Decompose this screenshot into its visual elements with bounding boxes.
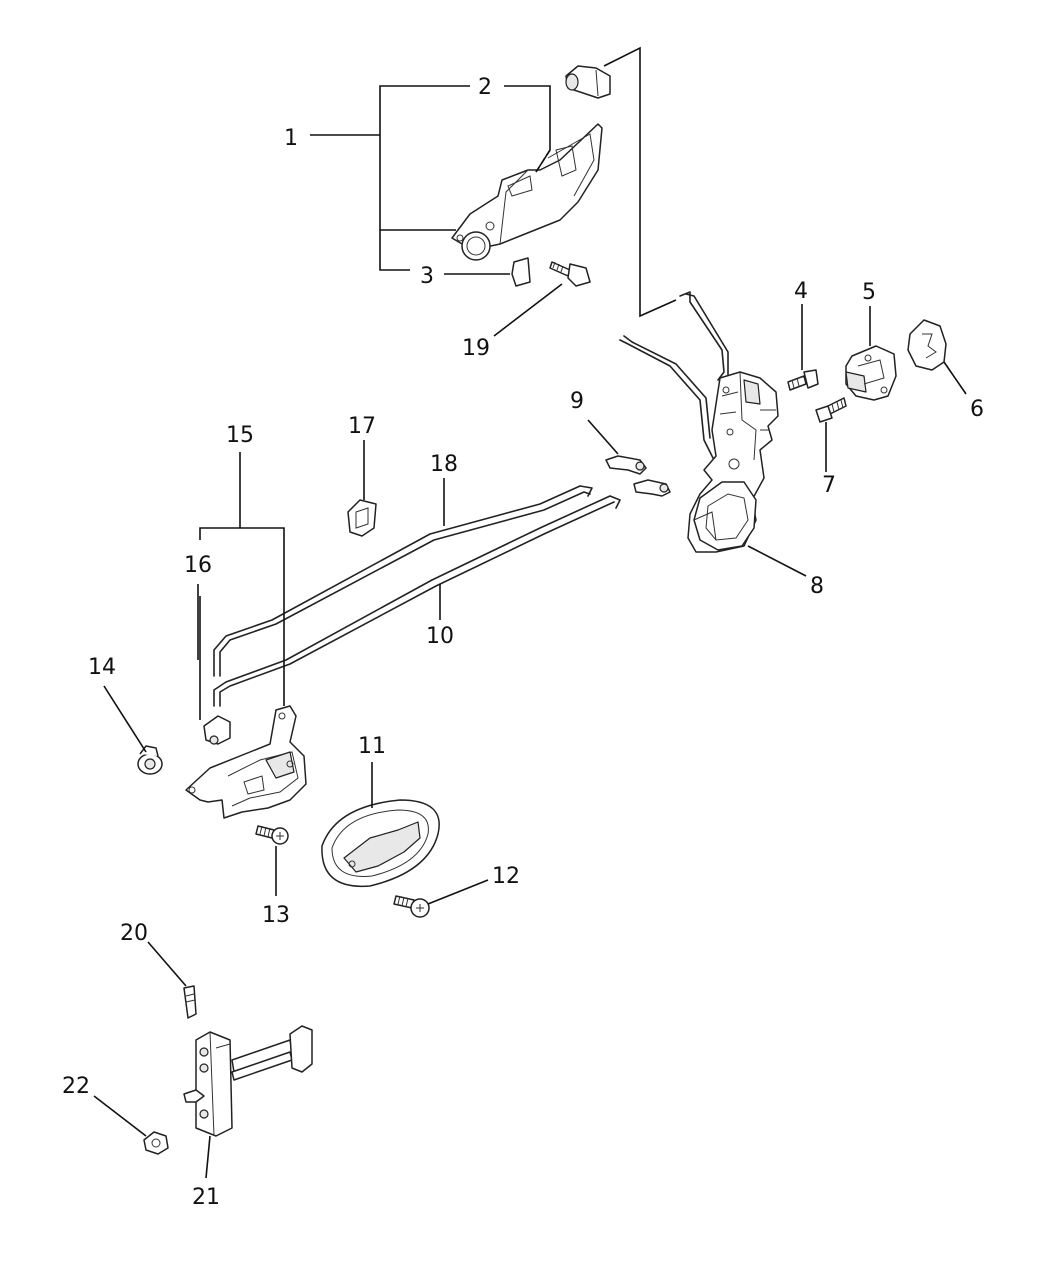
- release-rod-10: [213, 495, 621, 707]
- lock-rod-18: [213, 485, 593, 677]
- callout-18: 18: [430, 452, 458, 477]
- rod-clip-17: [347, 499, 377, 537]
- callout-1: 1: [284, 126, 298, 151]
- rod-clip-16: [203, 715, 231, 745]
- bolt-19: [549, 261, 591, 287]
- lock-cylinder-cap: [565, 65, 611, 99]
- callout-2: 2: [478, 75, 492, 100]
- callout-15: 15: [226, 423, 254, 448]
- inside-door-handle-assembly: [185, 705, 307, 819]
- callout-labels: 1 2 3 4 5 6 7 8 9 10 11 12 13 14 15 16 1…: [62, 75, 984, 1210]
- callout-21: 21: [192, 1185, 220, 1210]
- nut-22: [143, 1131, 169, 1155]
- handle-rod-link-line: [603, 46, 677, 318]
- screw-4: [787, 369, 819, 391]
- pin-20: [183, 985, 197, 1019]
- callout-9: 9: [570, 389, 584, 414]
- callout-17: 17: [348, 414, 376, 439]
- leader-8: [747, 545, 807, 577]
- leader-9: [587, 419, 619, 455]
- leader-2: [504, 85, 551, 173]
- screw-7: [815, 397, 847, 423]
- screw-12: [393, 895, 430, 918]
- callout-4: 4: [794, 279, 808, 304]
- rod-clip-9b: [633, 479, 671, 497]
- leader-22: [93, 1095, 147, 1137]
- striker-shim: [907, 319, 947, 371]
- rod-clip-9a: [605, 455, 647, 475]
- leader-12: [427, 879, 489, 905]
- callout-10: 10: [426, 624, 454, 649]
- inside-handle-bezel: [321, 799, 440, 888]
- door-latch-assembly: [619, 291, 779, 553]
- door-check-strap: [183, 1025, 313, 1137]
- clip-14: [137, 745, 163, 775]
- leader-6: [943, 361, 967, 395]
- callout-11: 11: [358, 734, 386, 759]
- callout-6: 6: [970, 397, 984, 422]
- callout-20: 20: [120, 921, 148, 946]
- callout-7: 7: [822, 473, 836, 498]
- leader-20: [147, 941, 187, 987]
- callout-13: 13: [262, 903, 290, 928]
- callout-14: 14: [88, 655, 116, 680]
- outside-door-handle: [451, 123, 603, 261]
- bracket-15: [199, 527, 285, 706]
- leader-14: [103, 685, 147, 753]
- callout-8: 8: [810, 574, 824, 599]
- callout-3: 3: [420, 264, 434, 289]
- callout-19: 19: [462, 336, 490, 361]
- callout-22: 22: [62, 1074, 90, 1099]
- leader-19: [493, 283, 563, 337]
- handle-gasket: [511, 257, 531, 287]
- callout-5: 5: [862, 280, 876, 305]
- screw-13: [255, 825, 289, 845]
- leader-21: [205, 1135, 211, 1179]
- callout-16: 16: [184, 553, 212, 578]
- door-striker: [845, 345, 897, 401]
- handle-bracket-lines: [310, 85, 470, 271]
- callout-12: 12: [492, 864, 520, 889]
